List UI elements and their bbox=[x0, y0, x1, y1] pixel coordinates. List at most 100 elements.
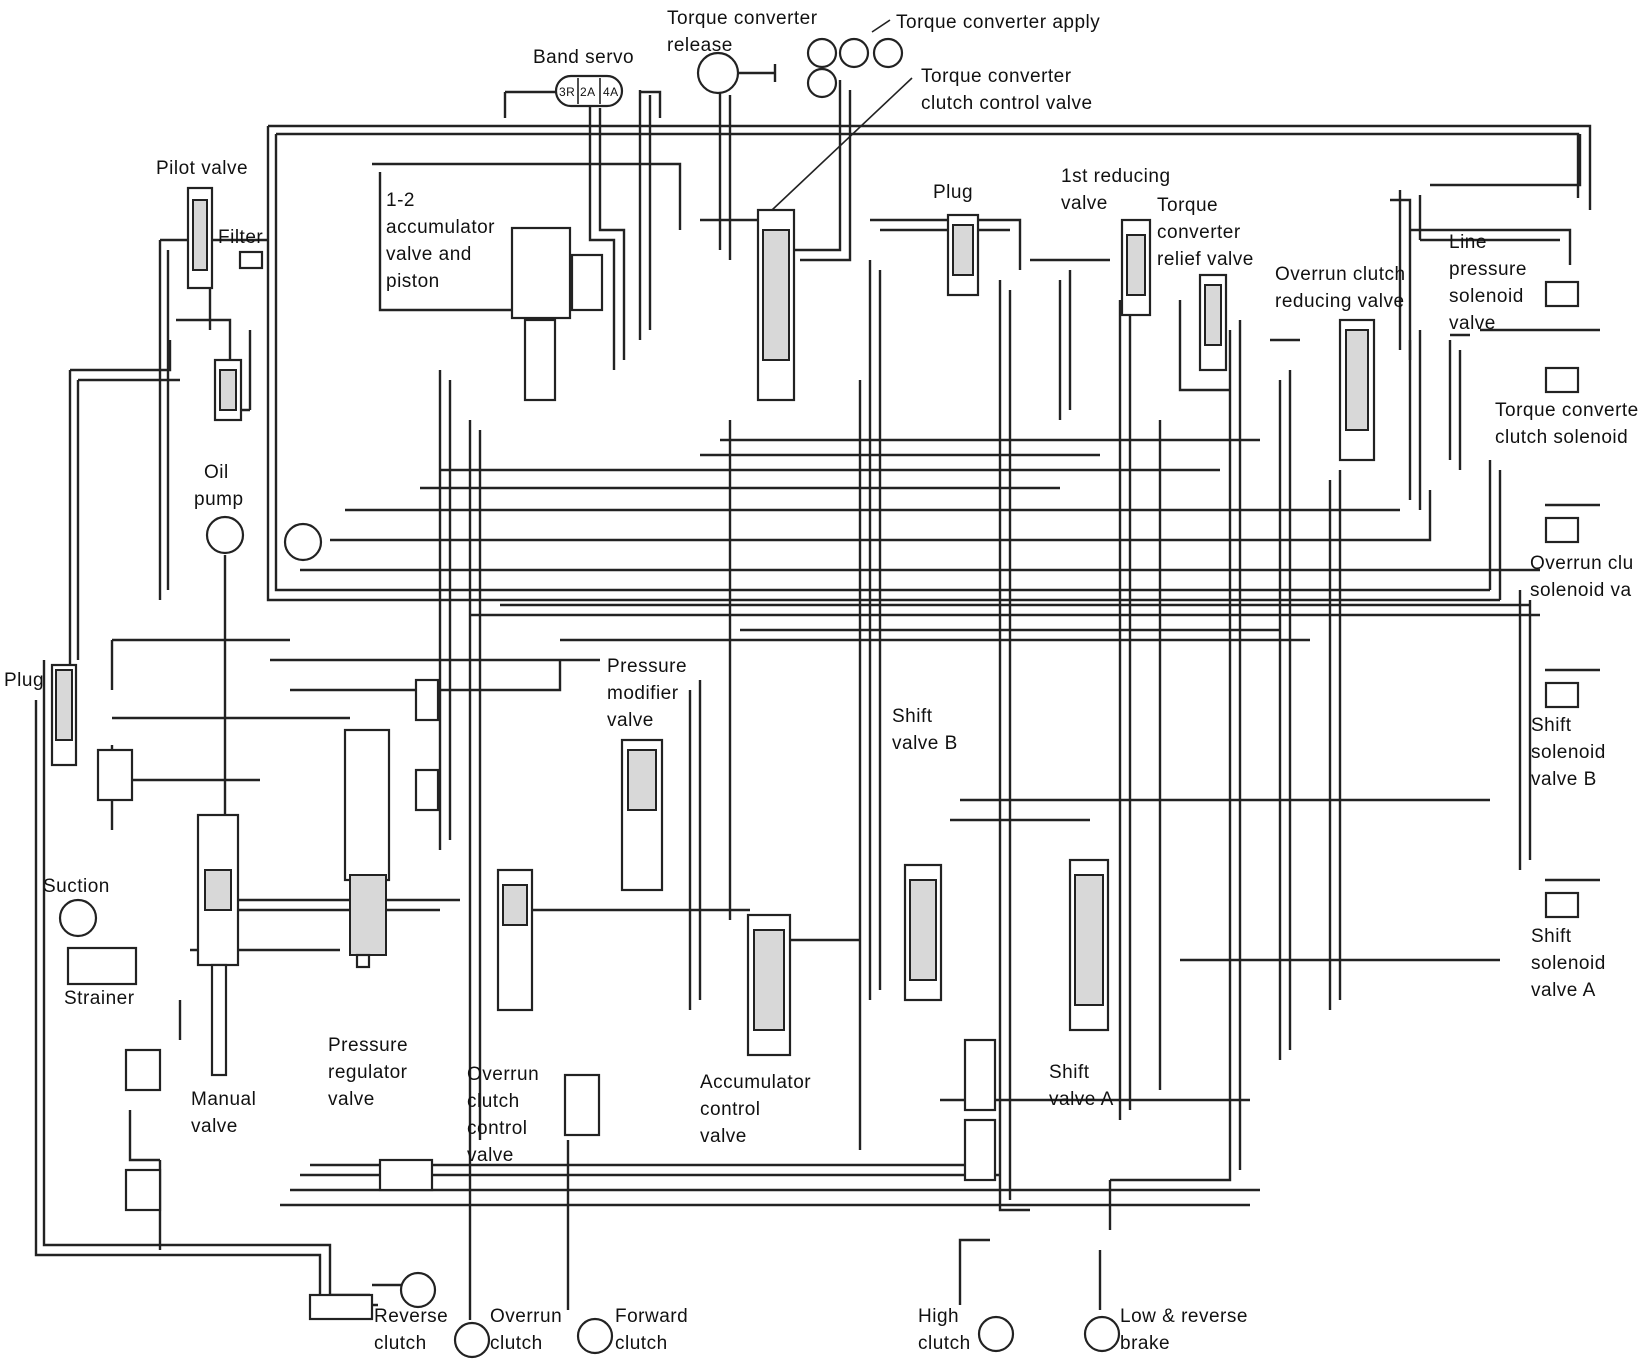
shift-valve-a-label-2: valve A bbox=[1049, 1089, 1114, 1110]
filter-label: Filter bbox=[218, 227, 263, 248]
tc-relief-label-1: Torque bbox=[1157, 195, 1218, 216]
accumulator-control-label-3: valve bbox=[700, 1126, 747, 1147]
accumulator-control-label-2: control bbox=[700, 1099, 761, 1120]
shift-sol-a-label-3: valve A bbox=[1531, 980, 1596, 1001]
orifice-block-6 bbox=[963, 1118, 997, 1182]
shift-valve-b bbox=[903, 863, 943, 1002]
shift-solenoid-a bbox=[1544, 891, 1580, 919]
check-valve-left bbox=[96, 748, 134, 802]
forward-clutch-circle bbox=[576, 1317, 614, 1355]
tc-release-label-1: Torque converter bbox=[667, 8, 818, 29]
plug-top-label: Plug bbox=[933, 182, 973, 203]
plug-top-valve bbox=[946, 213, 980, 297]
low-reverse-circle bbox=[1083, 1315, 1121, 1353]
first-reducing-label-1: 1st reducing bbox=[1061, 166, 1171, 187]
reverse-clutch-circle bbox=[399, 1271, 437, 1309]
reverse-clutch-label-2: clutch bbox=[374, 1333, 427, 1354]
relief-valve-left bbox=[213, 358, 243, 422]
band-servo-2a-label: 2A bbox=[580, 85, 596, 99]
line-pressure-label-1: Line bbox=[1449, 232, 1487, 253]
pressure-modifier-valve bbox=[620, 738, 664, 892]
accumulator-control-valve bbox=[746, 913, 792, 1057]
overrun-clutch-label-2: clutch bbox=[490, 1333, 543, 1354]
band-servo: 3R 2A 4A bbox=[554, 74, 624, 108]
orifice-block-8 bbox=[414, 768, 440, 812]
overrun-clutch-label-1: Overrun bbox=[490, 1306, 562, 1327]
pilot-valve bbox=[186, 186, 264, 290]
band-servo-4a-label: 4A bbox=[603, 85, 619, 99]
plug-left-label: Plug bbox=[4, 670, 44, 691]
overrun-sol-label-2: solenoid va bbox=[1530, 580, 1632, 601]
orifice-block-7 bbox=[414, 678, 440, 722]
shift-sol-a-label-2: solenoid bbox=[1531, 953, 1606, 974]
overrun-control-label-2: clutch bbox=[467, 1091, 520, 1112]
oil-pump-label-2: pump bbox=[194, 489, 244, 510]
line-pressure-label-3: solenoid bbox=[1449, 286, 1524, 307]
pressure-modifier-label-2: modifier bbox=[607, 683, 679, 704]
forward-clutch-label-2: clutch bbox=[615, 1333, 668, 1354]
first-reducing-label-2: valve bbox=[1061, 193, 1108, 214]
accumulator-label-1: 1-2 bbox=[386, 190, 415, 211]
tc-apply-circle-3 bbox=[872, 37, 904, 69]
shift-solenoid-b bbox=[1544, 681, 1580, 709]
shift-sol-b-label-2: solenoid bbox=[1531, 742, 1606, 763]
strainer-box bbox=[66, 946, 138, 986]
overrun-clutch-solenoid bbox=[1544, 516, 1580, 544]
orifice-block-2 bbox=[308, 1293, 374, 1321]
high-clutch-circle bbox=[977, 1315, 1015, 1353]
tc-release-circle bbox=[696, 51, 740, 95]
pressure-regulator-label-1: Pressure bbox=[328, 1035, 408, 1056]
overrun-reducing-label-1: Overrun clutch bbox=[1275, 264, 1406, 285]
orifice-block-3 bbox=[124, 1048, 162, 1092]
tc-apply-circle-2 bbox=[838, 37, 870, 69]
overrun-sol-label-1: Overrun clu bbox=[1530, 553, 1634, 574]
overrun-control-label-1: Overrun bbox=[467, 1064, 539, 1085]
check-valve-overrun bbox=[563, 1073, 601, 1137]
high-clutch-label-1: High bbox=[918, 1306, 959, 1327]
tc-apply-circle-1 bbox=[806, 37, 838, 69]
overrun-reducing-label-2: reducing valve bbox=[1275, 291, 1405, 312]
accumulator-pressure-circle bbox=[283, 522, 323, 562]
shift-sol-b-label-3: valve B bbox=[1531, 769, 1597, 790]
manual-valve-label-1: Manual bbox=[191, 1089, 256, 1110]
pressure-regulator-label-2: regulator bbox=[328, 1062, 408, 1083]
tcc-control-valve bbox=[756, 208, 796, 402]
tcc-solenoid-label-1: Torque converte bbox=[1495, 400, 1639, 421]
reverse-clutch-label-1: Reverse bbox=[374, 1306, 448, 1327]
pressure-regulator-label-3: valve bbox=[328, 1089, 375, 1110]
overrun-reducing-valve bbox=[1338, 318, 1376, 462]
shift-valve-a-label-1: Shift bbox=[1049, 1062, 1090, 1083]
low-reverse-label-1: Low & reverse bbox=[1120, 1306, 1248, 1327]
line-pressure-label-2: pressure bbox=[1449, 259, 1527, 280]
tcc-control-label-1: Torque converter bbox=[921, 66, 1072, 87]
hydraulic-lines bbox=[34, 80, 1600, 1320]
pilot-valve-label: Pilot valve bbox=[156, 158, 248, 179]
manual-valve-label-2: valve bbox=[191, 1116, 238, 1137]
tc-relief-valve bbox=[1198, 273, 1228, 372]
strainer-label: Strainer bbox=[64, 988, 135, 1009]
line-pressure-label-4: valve bbox=[1449, 313, 1496, 334]
shift-valve-b-label-1: Shift bbox=[892, 706, 933, 727]
tc-relief-label-2: converter bbox=[1157, 222, 1241, 243]
suction-label: Suction bbox=[43, 876, 110, 897]
oil-pump-label-1: Oil bbox=[204, 462, 229, 483]
line-pressure-solenoid bbox=[1544, 280, 1580, 308]
pressure-regulator-valve bbox=[343, 728, 391, 969]
pressure-modifier-label-1: Pressure bbox=[607, 656, 687, 677]
accumulator-valve bbox=[510, 226, 604, 402]
valves bbox=[50, 186, 1580, 1321]
accumulator-label-3: valve and bbox=[386, 244, 472, 265]
band-servo-3r-label: 3R bbox=[559, 85, 575, 99]
tc-release-label-2: release bbox=[667, 35, 733, 56]
circles bbox=[58, 37, 1121, 1359]
pressure-modifier-label-3: valve bbox=[607, 710, 654, 731]
labels: Torque converter release Torque converte… bbox=[4, 8, 1639, 1354]
forward-clutch-label-1: Forward bbox=[615, 1306, 688, 1327]
high-clutch-label-2: clutch bbox=[918, 1333, 971, 1354]
shift-valve-a bbox=[1068, 858, 1110, 1032]
overrun-control-label-3: control bbox=[467, 1118, 528, 1139]
tc-relief-label-3: relief valve bbox=[1157, 249, 1254, 270]
orifice-block-1 bbox=[378, 1158, 434, 1192]
oil-pump-circle bbox=[205, 515, 245, 555]
